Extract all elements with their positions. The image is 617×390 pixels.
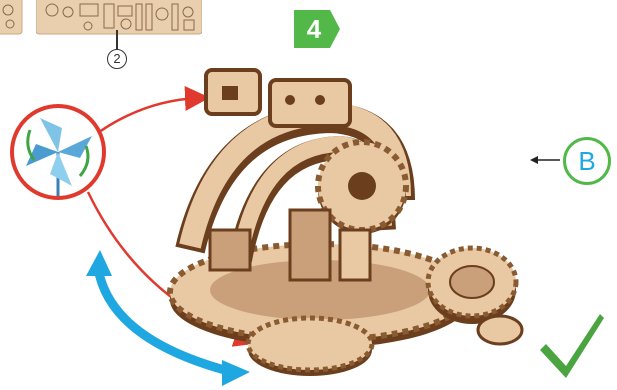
label-b: B [563, 137, 611, 185]
checkmark-icon [540, 314, 604, 378]
pinwheel-icon [12, 106, 104, 198]
red-arrow-upper [88, 98, 200, 140]
wooden-mechanism [170, 70, 522, 376]
